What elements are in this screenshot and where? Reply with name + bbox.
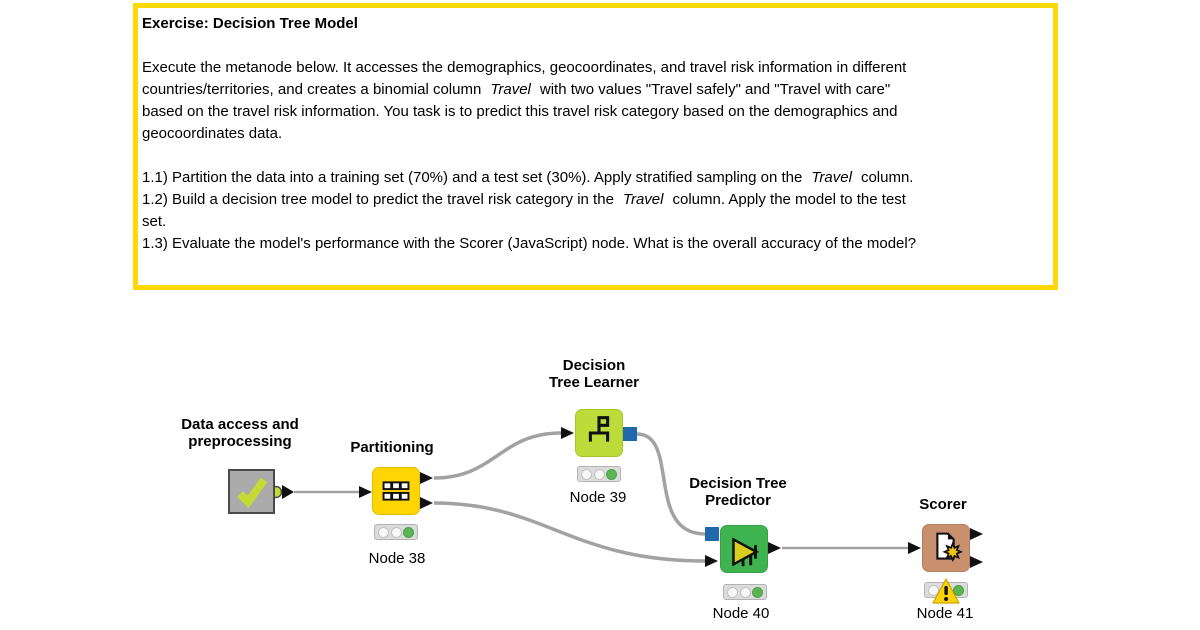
status-dot-off [378, 526, 389, 538]
status-dot-off [593, 468, 605, 480]
predictor-data-input-port[interactable] [705, 555, 718, 567]
status-dot-green [953, 584, 964, 596]
label-decision-tree-learner[interactable]: Decision Tree Learner [548, 357, 640, 391]
metanode-output-port[interactable] [282, 485, 294, 499]
status-dot-off [928, 584, 939, 596]
partitioning-output-port-bottom[interactable] [420, 497, 433, 509]
decision-tree-icon [588, 416, 610, 442]
connection-learner-to-predictor[interactable] [636, 432, 706, 536]
label-partitioning[interactable]: Partitioning [350, 439, 434, 456]
node-scorer[interactable] [922, 524, 970, 572]
scorer-input-port[interactable] [908, 542, 921, 554]
scorer-document-star-icon [936, 532, 964, 563]
node-decision-tree-predictor[interactable] [720, 525, 768, 573]
connection-partitioning-to-learner[interactable] [433, 431, 562, 480]
status-dot-off [727, 586, 738, 598]
status-dot-green [752, 586, 763, 598]
annotation-line: Execute the metanode below. It accesses … [142, 59, 907, 76]
label-scorer[interactable]: Scorer [919, 496, 967, 513]
label-metanode[interactable]: Data access and preprocessing [181, 416, 299, 450]
predictor-output-port[interactable] [768, 542, 781, 554]
node-metanode-data-access[interactable] [228, 469, 275, 514]
annotation-line: 1.2) Build a decision tree model to pred… [142, 191, 906, 208]
predictor-model-input-port[interactable] [705, 527, 719, 541]
workflow-annotation[interactable]: Exercise: Decision Tree Model Execute th… [133, 3, 1058, 290]
node-name-39[interactable]: Node 39 [569, 489, 627, 506]
node-partitioning[interactable] [372, 467, 420, 515]
status-dot-off [390, 526, 402, 538]
predictor-arrow-icon [732, 537, 760, 567]
learner-model-output-port[interactable] [623, 427, 637, 441]
node-name-38[interactable]: Node 38 [368, 550, 426, 567]
warning-icon [932, 578, 960, 605]
status-light-node-40 [723, 584, 767, 600]
status-dot-off [581, 468, 592, 480]
annotation-title: Exercise: Decision Tree Model [142, 15, 358, 32]
node-name-40[interactable]: Node 40 [712, 605, 770, 622]
status-dot-green [606, 468, 617, 480]
scorer-output-port-top[interactable] [970, 528, 983, 540]
annotation-line: based on the travel risk information. Yo… [142, 103, 898, 120]
partitioning-input-port[interactable] [359, 486, 372, 498]
status-light-node-39 [577, 466, 621, 482]
partitioning-table-icon [382, 481, 410, 501]
node-decision-tree-learner[interactable] [575, 409, 623, 457]
connection-partitioning-to-predictor[interactable] [433, 501, 706, 563]
annotation-line: 1.1) Partition the data into a training … [142, 169, 914, 186]
scorer-output-port-bottom[interactable] [970, 556, 983, 568]
learner-input-port[interactable] [561, 427, 574, 439]
status-dot-off [739, 586, 751, 598]
annotation-line: countries/territories, and creates a bin… [142, 81, 891, 98]
partitioning-output-port-top[interactable] [420, 472, 433, 484]
annotation-body: Execute the metanode below. It accesses … [142, 35, 1049, 255]
status-light-node-38 [374, 524, 418, 540]
annotation-line: 1.3) Evaluate the model's performance wi… [142, 235, 917, 252]
annotation-line: geocoordinates data. [142, 125, 283, 142]
status-dot-green [403, 526, 414, 538]
annotation-line: set. [142, 213, 167, 230]
checkmark-icon [237, 477, 268, 509]
label-decision-tree-predictor[interactable]: Decision Tree Predictor [689, 475, 787, 509]
node-name-41[interactable]: Node 41 [916, 605, 974, 622]
